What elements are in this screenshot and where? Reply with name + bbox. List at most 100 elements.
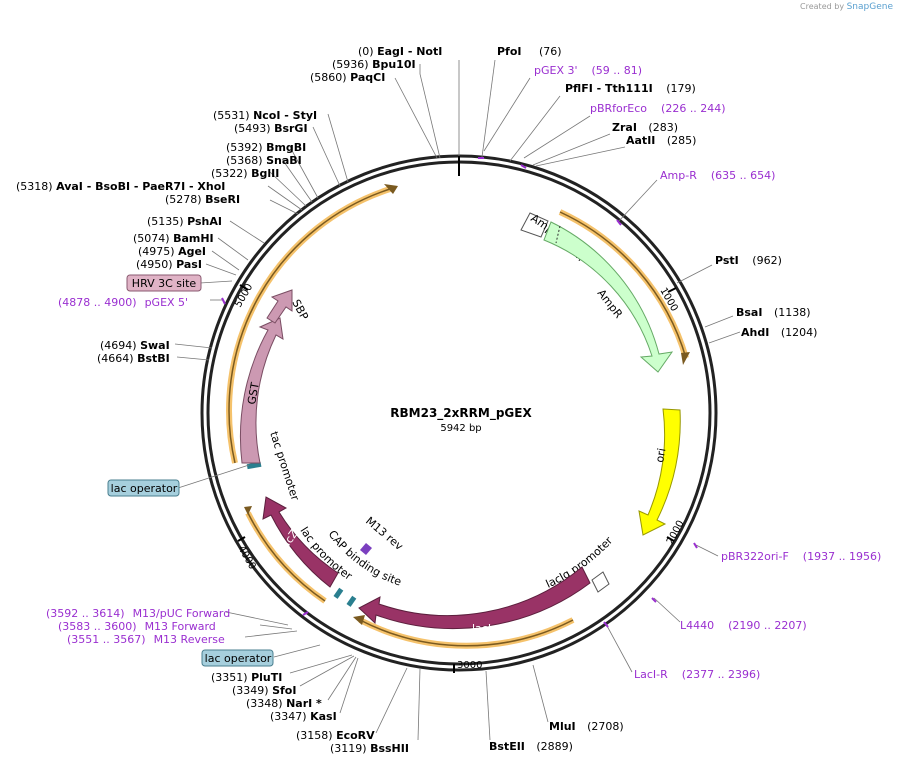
site-bsteii[interactable]: BstEII: [489, 740, 525, 753]
primer-mark-m13: [302, 611, 309, 616]
site-bamhi[interactable]: BamHI: [173, 232, 214, 245]
leader-kasi: [339, 657, 359, 714]
svg-text:(4694) SwaI: (4694) SwaI: [100, 339, 170, 352]
site-nari[interactable]: NarI *: [286, 697, 322, 710]
site-ahdi[interactable]: AhdI: [741, 326, 769, 339]
primer-m13puc[interactable]: M13/pUC Forward: [133, 607, 231, 620]
primer-laci-r[interactable]: LacI-R: [634, 668, 668, 681]
tick-5000: [239, 284, 249, 291]
leader-snabi: [281, 158, 313, 203]
primer-mark-l4440: [651, 597, 657, 603]
site-bmgbi[interactable]: BmgBI: [266, 141, 306, 154]
ampr-gene: [543, 221, 674, 373]
leader-paqci: [394, 77, 438, 159]
site-zrai[interactable]: ZraI: [612, 121, 637, 134]
m13rev-primer-mark: [360, 543, 372, 555]
leader-mlui: [532, 664, 549, 723]
tick-1000: [667, 287, 677, 293]
plasmid-length: 5942 bp: [440, 423, 481, 434]
svg-text:PstI (962): PstI (962): [715, 254, 782, 267]
laci-label: lacI: [472, 622, 491, 635]
leader-pluti: [289, 654, 353, 674]
orf-arc-left-core: [228, 188, 391, 464]
primer-m13rev[interactable]: M13 Reverse: [154, 633, 225, 646]
orf-arrow-laci: [353, 615, 365, 625]
svg-text:BstEII (2889): BstEII (2889): [489, 740, 573, 753]
svg-text:(5392) BmgBI: (5392) BmgBI: [226, 141, 306, 154]
site-bglii[interactable]: BglII: [251, 167, 279, 180]
svg-text:(5318) AvaI - BsoBI - PaeR7I: (5318) AvaI - BsoBI - PaeR7I - XhoI: [16, 180, 225, 193]
ampr-divider: [555, 225, 561, 244]
primer-m13fwd[interactable]: M13 Forward: [145, 620, 216, 633]
leader-bpu10i: [419, 64, 441, 159]
site-kasi[interactable]: KasI: [310, 710, 337, 723]
primer-mark-pbrforeco: [520, 164, 527, 169]
lac-operator-box-1[interactable]: lac operator: [107, 479, 180, 497]
leader-lacop1: [273, 644, 321, 658]
svg-text:PflFI - Tth111I (179): PflFI - Tth111I (179): [565, 82, 696, 95]
site-aatii[interactable]: AatII: [626, 134, 655, 147]
site-xhoi[interactable]: AvaI - BsoBI - PaeR7I - XhoI: [56, 180, 225, 193]
primer-ampr[interactable]: Amp-R: [660, 169, 697, 182]
lac-operator-mark-2: [246, 461, 262, 470]
cap-site-mark: [346, 595, 357, 607]
leader-laci-r: [605, 623, 633, 673]
primer-pgex5[interactable]: pGEX 5': [145, 296, 189, 309]
svg-text:(3592 .. 3614)M13/pUC Forward: (3592 .. 3614)M13/pUC Forward: [46, 607, 230, 620]
hrv-box[interactable]: HRV 3C site: [126, 274, 202, 292]
lac-operator-box-2[interactable]: lac operator: [201, 649, 274, 667]
svg-text:(3347) KasI: (3347) KasI: [270, 710, 337, 723]
leader-bmgbi: [289, 146, 319, 199]
site-agei[interactable]: AgeI: [178, 245, 206, 258]
svg-text:(3348) NarI *: (3348) NarI *: [246, 697, 322, 710]
primer-pbrforeco[interactable]: pBRforEco: [590, 102, 647, 115]
site-ecorv[interactable]: EcoRV: [336, 729, 375, 742]
site-noti[interactable]: EagI - NotI: [377, 45, 442, 58]
leader-l4440: [653, 597, 681, 623]
primer-pgex3[interactable]: pGEX 3': [534, 64, 578, 77]
site-paqci[interactable]: PaqCI: [350, 71, 385, 84]
site-bsai[interactable]: BsaI: [736, 306, 762, 319]
svg-text:BsaI (1138): BsaI (1138): [736, 306, 811, 319]
site-bsshii[interactable]: BssHII: [370, 742, 409, 755]
site-ncoi[interactable]: NcoI - StyI: [253, 109, 317, 122]
site-mlui[interactable]: MluI: [549, 720, 576, 733]
sbp-feature: [266, 289, 293, 324]
site-pflfi[interactable]: PflFI - Tth111I: [565, 82, 653, 95]
leader-bglii: [269, 171, 307, 207]
svg-text:(5936) Bpu10I: (5936) Bpu10I: [332, 58, 416, 71]
laczalpha-gene: [262, 496, 339, 588]
svg-text:(5135) PshAI: (5135) PshAI: [147, 215, 222, 228]
orf-arc-ampr-core: [559, 211, 687, 359]
lac-operator-box-1-bg: [107, 479, 180, 497]
svg-text:(5074) BamHI: (5074) BamHI: [133, 232, 214, 245]
site-swai[interactable]: SwaI: [140, 339, 170, 352]
orf-arc-laci-core: [359, 619, 574, 647]
svg-text:(3551 .. 3567)M13 Reverse: (3551 .. 3567)M13 Reverse: [67, 633, 225, 646]
tick-4000: [237, 536, 246, 542]
lac-operator-label-2: lac operator: [205, 652, 272, 665]
leader-pbrforeco: [523, 115, 591, 159]
site-bseri[interactable]: BseRI: [205, 193, 240, 206]
site-bstbi[interactable]: BstBI: [137, 352, 170, 365]
site-snabi[interactable]: SnaBI: [266, 154, 302, 167]
leader-lacop2: [177, 464, 250, 489]
site-pasi[interactable]: PasI: [176, 258, 202, 271]
site-pfoi[interactable]: PfoI: [497, 45, 522, 58]
plasmid-name: RBM23_2xRRM_pGEX: [390, 406, 532, 421]
leader-aatii: [535, 146, 626, 167]
site-bsrgi[interactable]: BsrGI: [274, 122, 307, 135]
site-psti[interactable]: PstI: [715, 254, 739, 267]
gst-label: GST: [245, 381, 262, 405]
site-sfoi[interactable]: SfoI: [272, 684, 296, 697]
leader-psti: [676, 264, 713, 284]
site-pluti[interactable]: PluTI: [251, 671, 282, 684]
site-bpu10i[interactable]: Bpu10I: [372, 58, 416, 71]
site-pshai[interactable]: PshAI: [187, 215, 222, 228]
primer-l4440[interactable]: L4440: [680, 619, 714, 632]
lac-operator-mark-1: [333, 587, 344, 599]
leader-bamhi: [217, 237, 249, 261]
svg-text:(4975) AgeI: (4975) AgeI: [138, 245, 206, 258]
primer-pbr322ori[interactable]: pBR322ori-F: [721, 550, 789, 563]
svg-text:pBR322ori-F(1937 .. 1956): pBR322ori-F(1937 .. 1956): [721, 550, 881, 563]
